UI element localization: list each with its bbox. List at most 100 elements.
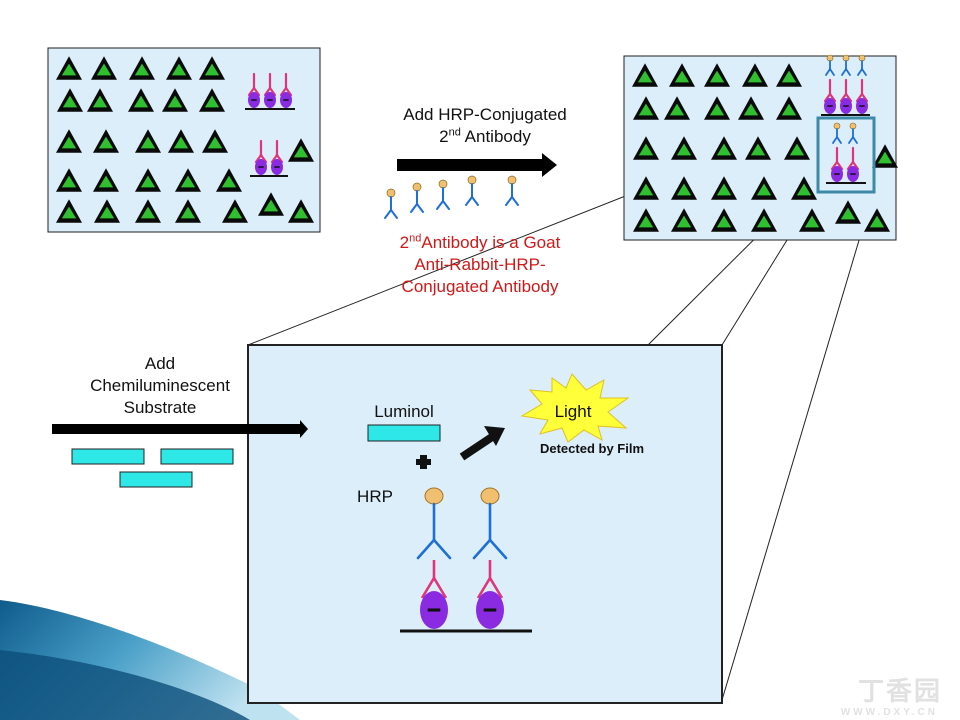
hrp-enzyme: [412, 182, 422, 192]
secondary-antibody-note: 2ndAntibody is a Goat Anti-Rabbit-HRP- C…: [360, 232, 600, 298]
primary-antibody: [846, 146, 860, 171]
antigen-triangle: [168, 129, 194, 153]
antigen-triangle: [738, 96, 764, 120]
antigen-triangle: [751, 176, 777, 200]
antigen-protein: [255, 159, 267, 175]
step-one-ordinal-sup: nd: [448, 126, 461, 139]
antigen-triangle: [56, 56, 82, 80]
secondary-antibody: [857, 60, 867, 76]
antigen-triangle: [633, 136, 659, 160]
note-line1: Antibody is a Goat: [421, 233, 561, 252]
antigen-triangle: [799, 208, 825, 232]
step-one-line2: Antibody: [460, 127, 531, 146]
antigen-triangle: [669, 63, 695, 87]
antigen-triangle: [175, 168, 201, 192]
light-burst-icon: [520, 373, 630, 443]
antigen-triangle: [671, 136, 697, 160]
primary-antibody: [420, 560, 448, 599]
primary-antibody: [279, 72, 293, 97]
antigen-triangles-right: [632, 63, 898, 232]
antigen-triangle: [202, 129, 228, 153]
step-two-line3: Substrate: [123, 398, 197, 417]
antigen-triangle: [664, 96, 690, 120]
primary-antibody: [254, 139, 268, 164]
antigen-triangle: [56, 129, 82, 153]
antigen-protein: [420, 591, 448, 629]
antigen-protein: [831, 166, 843, 182]
antigen-triangle: [671, 208, 697, 232]
antigen-triangle: [711, 176, 737, 200]
antigen-protein: [271, 159, 283, 175]
watermark-url: WWW.DXY.CN: [840, 707, 938, 718]
hrp-enzyme: [438, 179, 448, 189]
antigen-triangle: [633, 176, 659, 200]
hrp-enzyme: [386, 188, 396, 198]
primary-antibody: [823, 78, 837, 103]
antigen-triangle: [56, 168, 82, 192]
antigen-triangle: [776, 63, 802, 87]
free-secondary-antibody: [436, 187, 450, 210]
antigen-protein: [824, 98, 836, 114]
note-ordinal-sup: nd: [409, 232, 422, 245]
free-secondary-antibody: [410, 190, 424, 213]
antigen-protein: [264, 92, 276, 108]
antigen-triangle: [129, 56, 155, 80]
luminol-block: [367, 424, 441, 442]
antigen-triangle: [128, 88, 154, 112]
note-line3: Conjugated Antibody: [401, 277, 559, 296]
note-ordinal: 2: [399, 233, 410, 252]
zoom-region-box: [816, 116, 876, 194]
light-label: Light: [554, 402, 592, 421]
antigen-protein: [476, 591, 504, 629]
antigen-protein: [248, 92, 260, 108]
secondary-antibody: [841, 60, 851, 76]
primary-antibody: [476, 560, 504, 599]
antigen-triangle: [742, 63, 768, 87]
step-one-line1: HRP-Conjugated: [438, 105, 567, 124]
secondary-antibody: [848, 128, 858, 144]
hrp-enzyme: [467, 175, 477, 185]
free-secondary-antibodies: [384, 175, 519, 219]
antigen-triangle: [288, 138, 314, 162]
antigen-triangle: [87, 88, 113, 112]
step-two-line2: Chemiluminescent: [90, 376, 230, 395]
antigen-triangle: [175, 199, 201, 223]
antigen-triangle: [835, 200, 861, 224]
primary-antibody: [830, 146, 844, 171]
step-two-arrow: [52, 420, 308, 438]
antigen-triangle: [162, 88, 188, 112]
antigen-triangle: [57, 88, 83, 112]
antigen-triangle: [93, 168, 119, 192]
antigen-triangle: [56, 199, 82, 223]
antigen-triangle: [166, 56, 192, 80]
plus-icon: [416, 455, 431, 469]
step-one-ordinal: 2: [439, 127, 449, 146]
primary-antibody: [263, 72, 277, 97]
luminol-label: Luminol: [374, 402, 434, 421]
zoom-panel: [247, 344, 723, 704]
antigen-triangle: [91, 56, 117, 80]
antigen-protein: [847, 166, 859, 182]
primary-antibody: [247, 72, 261, 97]
antigen-triangle: [199, 56, 225, 80]
note-line2: Anti-Rabbit-HRP-: [414, 255, 546, 274]
antigen-protein: [856, 98, 868, 114]
hrp-label: HRP: [357, 487, 393, 506]
antigen-triangle: [633, 96, 659, 120]
antigen-protein: [840, 98, 852, 114]
antigen-triangle: [784, 136, 810, 160]
detected-by-film-label: Detected by Film: [539, 441, 645, 456]
antigen-triangle: [135, 129, 161, 153]
secondary-antibody: [416, 502, 452, 560]
antigen-triangle: [93, 129, 119, 153]
secondary-antibody: [832, 128, 842, 144]
free-secondary-antibody: [505, 183, 519, 206]
antigen-triangle: [94, 199, 120, 223]
antigen-triangle: [288, 199, 314, 223]
hrp-enzyme: [507, 175, 517, 185]
zoom-antibody-complexes: [416, 487, 508, 629]
antigen-triangle: [199, 88, 225, 112]
step-one-arrow: [397, 153, 557, 177]
antigen-triangle: [633, 208, 659, 232]
